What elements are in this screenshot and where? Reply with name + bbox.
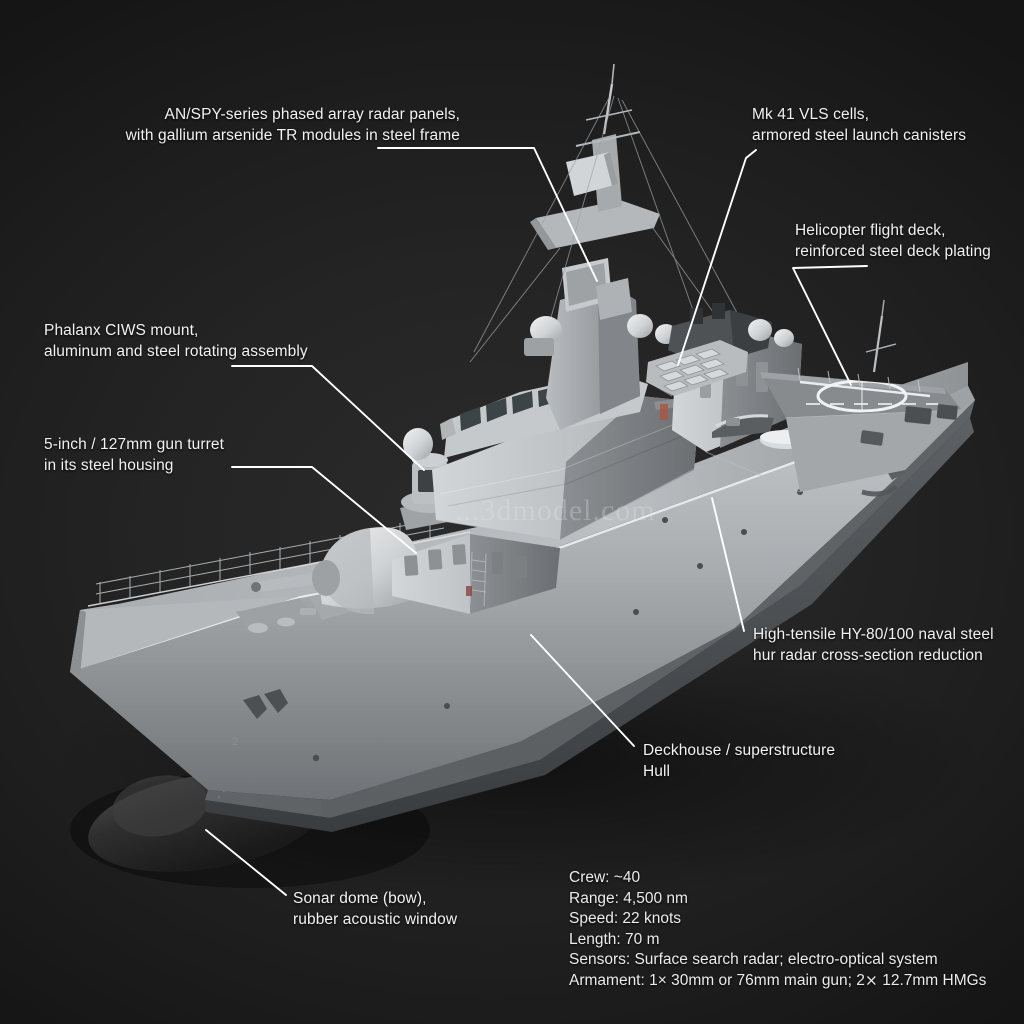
callout-helicopter-flight-deck: Helicopter flight deck, reinforced steel … (795, 220, 991, 262)
callout-line: hur radar cross-section reduction (753, 647, 983, 664)
callout-line: armored steel launch canisters (752, 127, 967, 144)
stern-face (786, 400, 975, 492)
callout-line: Helicopter flight deck, (795, 222, 946, 239)
callout-line: AN/SPY-series phased array radar panels, (164, 106, 460, 123)
callout-vls-cells: Mk 41 VLS cells, armored steel launch can… (752, 104, 966, 146)
spec-line: Crew: ~40 (569, 869, 641, 886)
callout-line: reinforced steel deck plating (795, 243, 991, 260)
callout-line: Sonar dome (bow), (293, 890, 427, 907)
spec-line: Range: 4,500 nm (569, 889, 688, 907)
callout-line: Hull (643, 763, 671, 780)
callout-line: High-tensile HY-80/100 naval steel (753, 626, 994, 643)
rib-boat (712, 414, 774, 438)
callout-line: with gallium arsenide TR modules in stee… (125, 127, 460, 144)
callout-line: aluminum and steel rotating assembly (44, 343, 308, 360)
forecastle-deckhouse (392, 534, 560, 614)
spec-line: Speed: 22 knots (569, 910, 682, 928)
callout-line: Phalanx CIWS mount, (44, 322, 199, 339)
svg-text:2: 2 (232, 736, 238, 748)
spec-line: Sensors: Surface search radar; electro-o… (569, 951, 938, 969)
spec-line: Armament: 1× 30mm or 76mm main gun; 2⨯ 1… (569, 971, 987, 989)
callout-line: rubber acoustic window (293, 911, 458, 928)
callout-line: in its steel housing (44, 457, 174, 474)
callout-sonar-dome: Sonar dome (bow), rubber acoustic window (293, 888, 457, 930)
callout-line: Deckhouse / superstructure (643, 742, 836, 759)
callout-line: Mk 41 VLS cells, (752, 106, 870, 123)
callout-line: 5-inch / 127mm gun turret (44, 436, 224, 453)
callout-main-gun-turret: 5-inch / 127mm gun turret in its steel ho… (44, 434, 224, 476)
spec-line: Length: 70 m (569, 930, 660, 948)
callout-phalanx-ciws: Phalanx CIWS mount, aluminum and steel ro… (44, 320, 308, 362)
callout-hull-steel: High-tensile HY-80/100 naval steel hur ra… (753, 624, 994, 666)
callout-radar-array: AN/SPY-series phased array radar panels,… (126, 104, 460, 146)
